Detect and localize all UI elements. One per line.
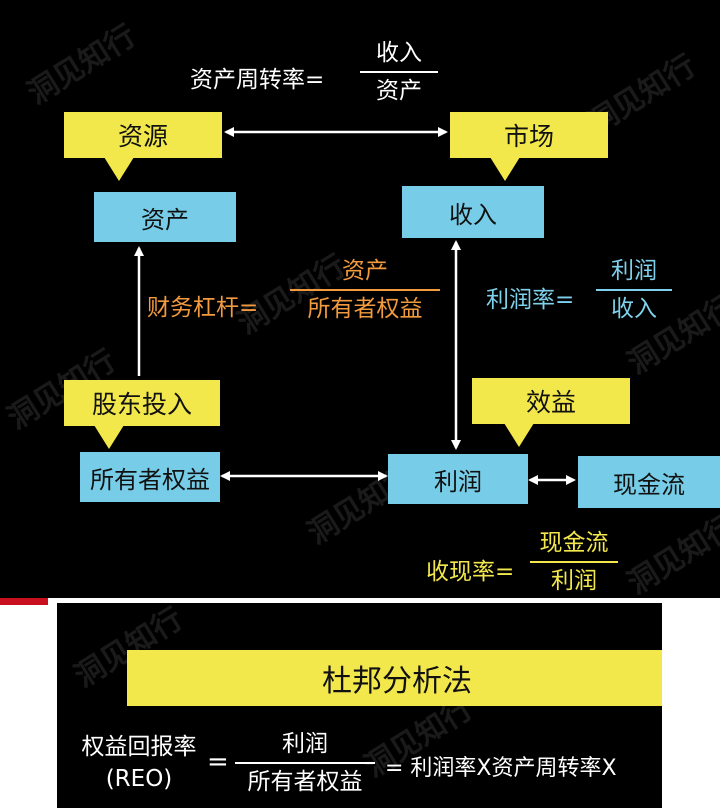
fraction-bar (360, 71, 438, 73)
callout-tail (94, 425, 124, 449)
asset-turnover-label: 资产周转率= (190, 67, 325, 93)
dupont-formula-panel: 洞见知行 洞见知行 杜邦分析法 权益回报率 (REO) = 利润 所有者权益 =… (57, 603, 662, 808)
leverage-denominator: 所有者权益 (307, 296, 423, 322)
profit-margin-numerator: 利润 (611, 258, 657, 284)
benefit-box: 效益 (472, 378, 630, 447)
shareholder-input-label: 股东投入 (91, 390, 192, 419)
cash-ratio-label: 收现率= (426, 559, 515, 585)
asset-turnover-numerator: 收入 (376, 40, 422, 66)
leverage-label: 财务杠杆= (147, 295, 259, 321)
fraction-bar (596, 289, 672, 291)
roe-equals: = (207, 747, 229, 777)
assets-box: 资产 (94, 192, 236, 242)
equity-label: 所有者权益 (90, 465, 210, 494)
fraction-bar (235, 762, 375, 764)
cash-flow-label: 现金流 (613, 470, 685, 499)
callout-tail (504, 423, 534, 447)
cash-ratio-fraction: 现金流 利润 (530, 528, 618, 596)
fraction-bar (290, 289, 440, 291)
profit-margin-denominator: 收入 (611, 296, 657, 322)
market-label: 市场 (503, 122, 554, 151)
profit-box: 利润 (388, 454, 528, 504)
profit-margin-fraction: 利润 收入 (596, 256, 672, 324)
cash-ratio-denominator: 利润 (551, 568, 597, 594)
roe-expansion: = 利润率X资产周转率X (385, 756, 617, 781)
roe-label: 权益回报率 (REO) (69, 731, 209, 795)
callout-tail (104, 157, 134, 181)
roe-label-line2: (REO) (105, 766, 173, 792)
resources-label: 资源 (117, 122, 168, 151)
fraction-bar (530, 561, 618, 563)
asset-turnover-fraction: 收入 资产 (360, 38, 438, 106)
dupont-title: 杜邦分析法 (322, 664, 472, 699)
revenue-box: 收入 (402, 186, 544, 238)
profit-label: 利润 (434, 467, 482, 496)
asset-turnover-denominator: 资产 (376, 78, 422, 104)
revenue-label: 收入 (449, 200, 497, 229)
assets-label: 资产 (141, 205, 189, 234)
callout-tail (490, 157, 520, 181)
dupont-title-bar: 杜邦分析法 (127, 650, 662, 706)
equity-box: 所有者权益 (80, 452, 220, 502)
leverage-numerator: 资产 (342, 258, 388, 284)
roe-numerator: 利润 (282, 731, 328, 757)
leverage-fraction: 资产 所有者权益 (290, 256, 440, 324)
roe-label-line1: 权益回报率 (81, 734, 197, 760)
dupont-diagram-panel: 洞见知行 洞见知行 洞见知行 洞见知行 洞见知行 洞见知行 洞见知行 资产周转率… (0, 0, 720, 598)
roe-fraction: 利润 所有者权益 (235, 729, 375, 797)
profit-margin-label: 利润率= (486, 287, 575, 313)
connector-arrows (134, 127, 576, 485)
cash-ratio-numerator: 现金流 (539, 530, 609, 556)
benefit-label: 效益 (525, 388, 576, 417)
shareholder-input-box: 股东投入 (64, 380, 220, 449)
roe-denominator: 所有者权益 (247, 769, 363, 795)
resources-box: 资源 (64, 112, 222, 181)
market-box: 市场 (450, 112, 608, 181)
red-strip (0, 598, 48, 605)
cash-flow-box: 现金流 (578, 456, 720, 508)
